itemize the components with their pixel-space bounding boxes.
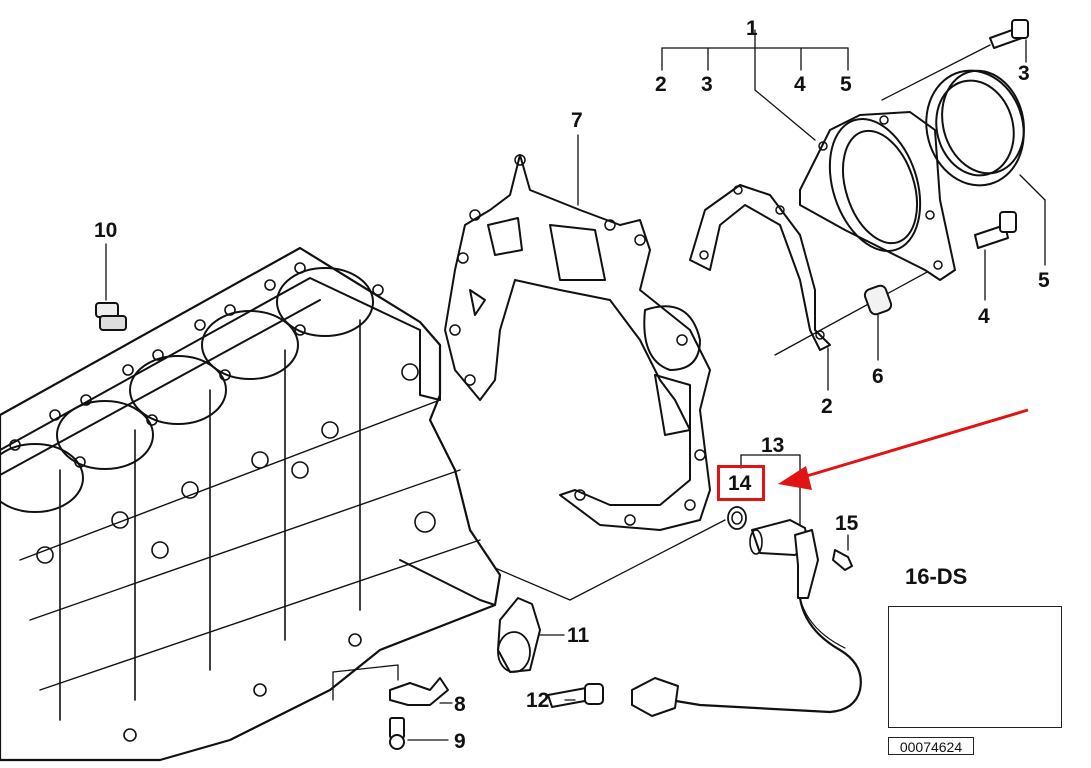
callout-15: 15 <box>835 512 859 535</box>
callout-13: 13 <box>761 434 785 457</box>
gasket-part-2 <box>689 184 941 391</box>
callout-6: 6 <box>872 365 884 388</box>
knock-sensor-part-11 <box>497 597 565 673</box>
callout-14[interactable]: 14 <box>728 472 752 495</box>
callout-3-bolt: 3 <box>1018 62 1030 85</box>
callout-highlight-box <box>717 465 765 501</box>
bolt-part-4 <box>974 211 1017 301</box>
callout-10: 10 <box>94 219 118 242</box>
callout-4: 4 <box>794 73 806 96</box>
sleeve-part-6 <box>863 284 893 361</box>
screw-part-15 <box>832 534 853 571</box>
highlight-arrow <box>778 408 1029 490</box>
group-title: 16-DS <box>905 564 968 589</box>
plug-part-10 <box>95 243 127 331</box>
catalog-number: 00074624 <box>888 737 974 755</box>
callout-7: 7 <box>571 109 583 132</box>
screw-part-9 <box>389 717 449 750</box>
vehicle-thumbnail <box>888 606 1062 728</box>
seal-ring-part-5 <box>925 69 1046 266</box>
seal-carrier-part-1 <box>661 29 956 281</box>
callout-2-gasket: 2 <box>821 395 833 418</box>
callout-12: 12 <box>526 689 550 712</box>
callout-3: 3 <box>701 73 713 96</box>
callout-8: 8 <box>454 693 466 716</box>
callout-5-ring: 5 <box>1038 269 1050 292</box>
engine-block <box>0 246 502 762</box>
crank-sensor-part-13 <box>631 454 862 717</box>
callout-1: 1 <box>746 17 758 40</box>
callout-5: 5 <box>840 73 852 96</box>
callout-9: 9 <box>454 730 466 753</box>
callout-2: 2 <box>655 73 667 96</box>
bolt-part-12 <box>547 683 604 708</box>
bracket-part-8 <box>332 664 453 706</box>
callout-11: 11 <box>567 624 590 647</box>
callout-4-bolt: 4 <box>978 305 990 328</box>
bolt-part-3 <box>881 19 1029 101</box>
gasket-part-7 <box>444 134 711 531</box>
